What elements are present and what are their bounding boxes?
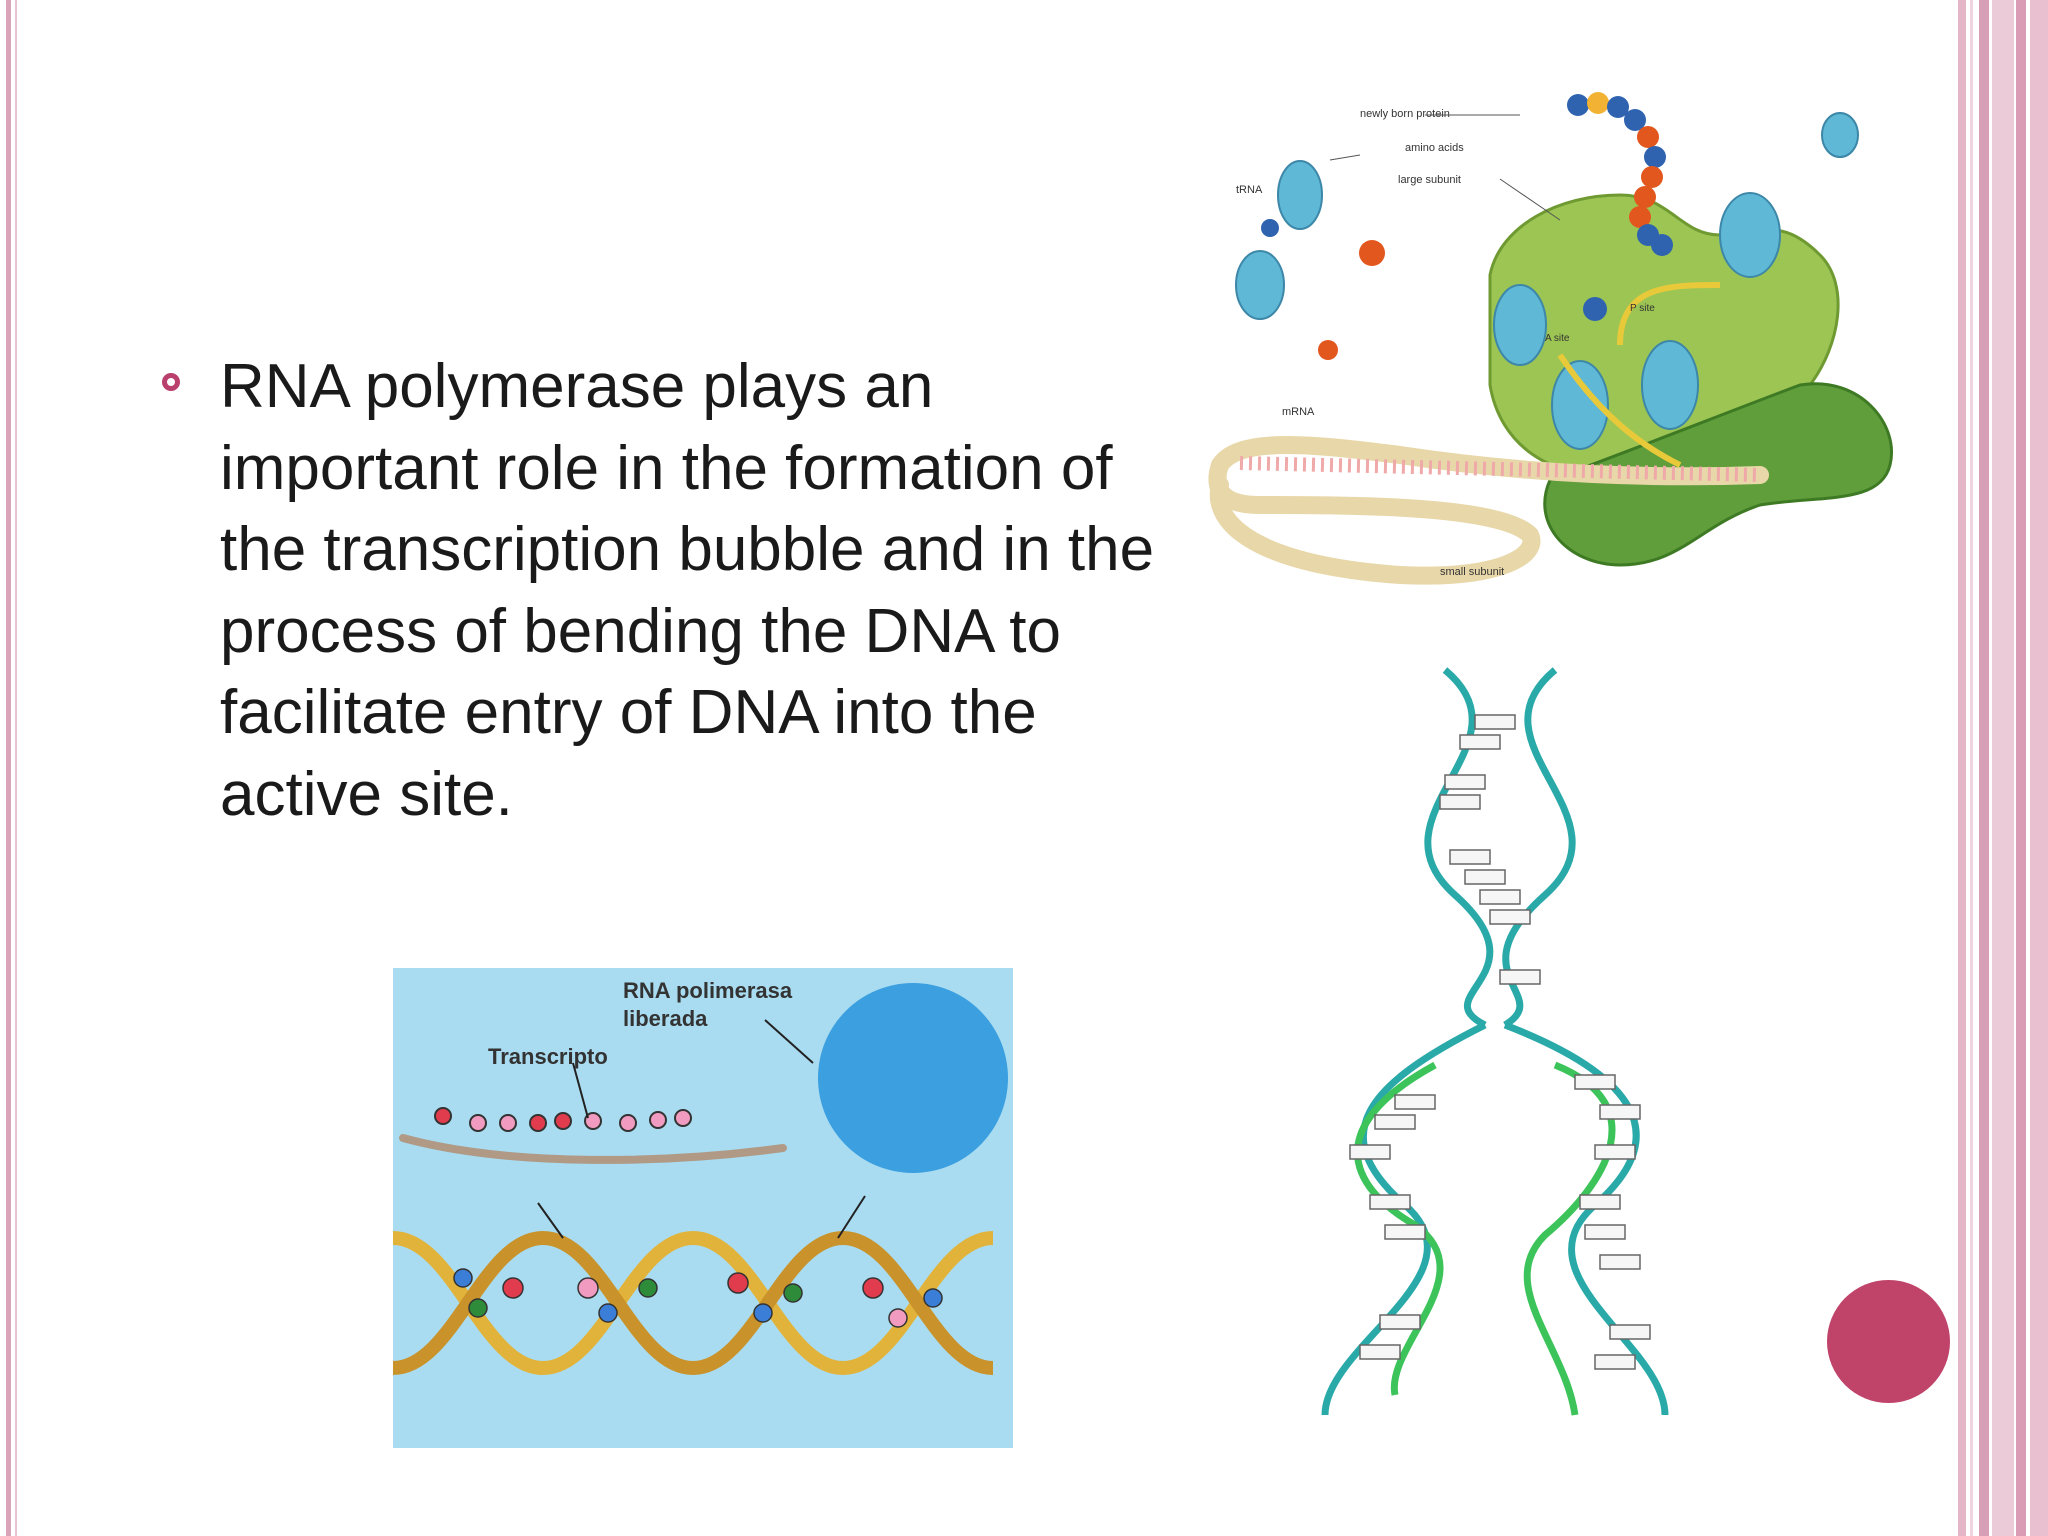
right-border-stripe-3 (1979, 0, 1989, 1536)
label-trna: tRNA (1236, 184, 1263, 196)
rna-transcript (399, 1134, 787, 1164)
transcripto-label-pointer (572, 1062, 589, 1119)
label-large-subunit: large subunit (1398, 174, 1461, 186)
label-liberada: liberada (623, 1006, 708, 1031)
label-rna-polimerasa: RNA polimerasa (623, 978, 793, 1003)
dna-gold-strand-a (393, 1230, 994, 1376)
label-amino-acids: amino acids (1405, 142, 1464, 154)
transcription-illustration: RNA polimerasa liberada Transcripto (393, 968, 1013, 1448)
arrow-to-polymerase (837, 1195, 866, 1239)
right-border-stripe-6 (2030, 0, 2048, 1536)
bullet-icon (162, 373, 180, 391)
base-pair-rungs (1349, 714, 1651, 1370)
right-border-stripe-4 (1992, 0, 2014, 1536)
dna-gold-strand-b (393, 1230, 994, 1376)
accent-circle (1827, 1280, 1950, 1403)
left-border-stripe (6, 0, 11, 1536)
label-transcripto: Transcripto (488, 1044, 608, 1069)
label-a-site: A site (1545, 333, 1570, 344)
label-mrna: mRNA (1282, 406, 1315, 418)
transcript-nucleotides (434, 1107, 692, 1132)
right-border-stripe-1 (1958, 0, 1966, 1536)
parent-strand-b (1502, 667, 1576, 1028)
left-border-stripe-thin (15, 0, 17, 1536)
dna-bases (453, 1268, 943, 1328)
label-p-site: P site (1630, 303, 1655, 314)
ribosome-illustration: newly born protein amino acids large sub… (1208, 92, 1893, 585)
released-polymerase-sphere (818, 983, 1008, 1173)
label-newly-born-protein: newly born protein (1360, 108, 1450, 120)
mrna-codons (1239, 456, 1761, 482)
bullet-text: RNA polymerase plays an important role i… (220, 352, 1155, 829)
right-border-stripe-5 (2016, 0, 2026, 1536)
arrow-to-transcript (537, 1202, 564, 1239)
polymerase-label-pointer (764, 1019, 814, 1064)
dna-replication-illustration (1321, 667, 1669, 1416)
protein-chain (1567, 92, 1673, 256)
label-small-subunit: small subunit (1440, 566, 1504, 578)
trna-molecules (1235, 112, 1859, 450)
right-border-stripe-2 (1970, 0, 1973, 1536)
